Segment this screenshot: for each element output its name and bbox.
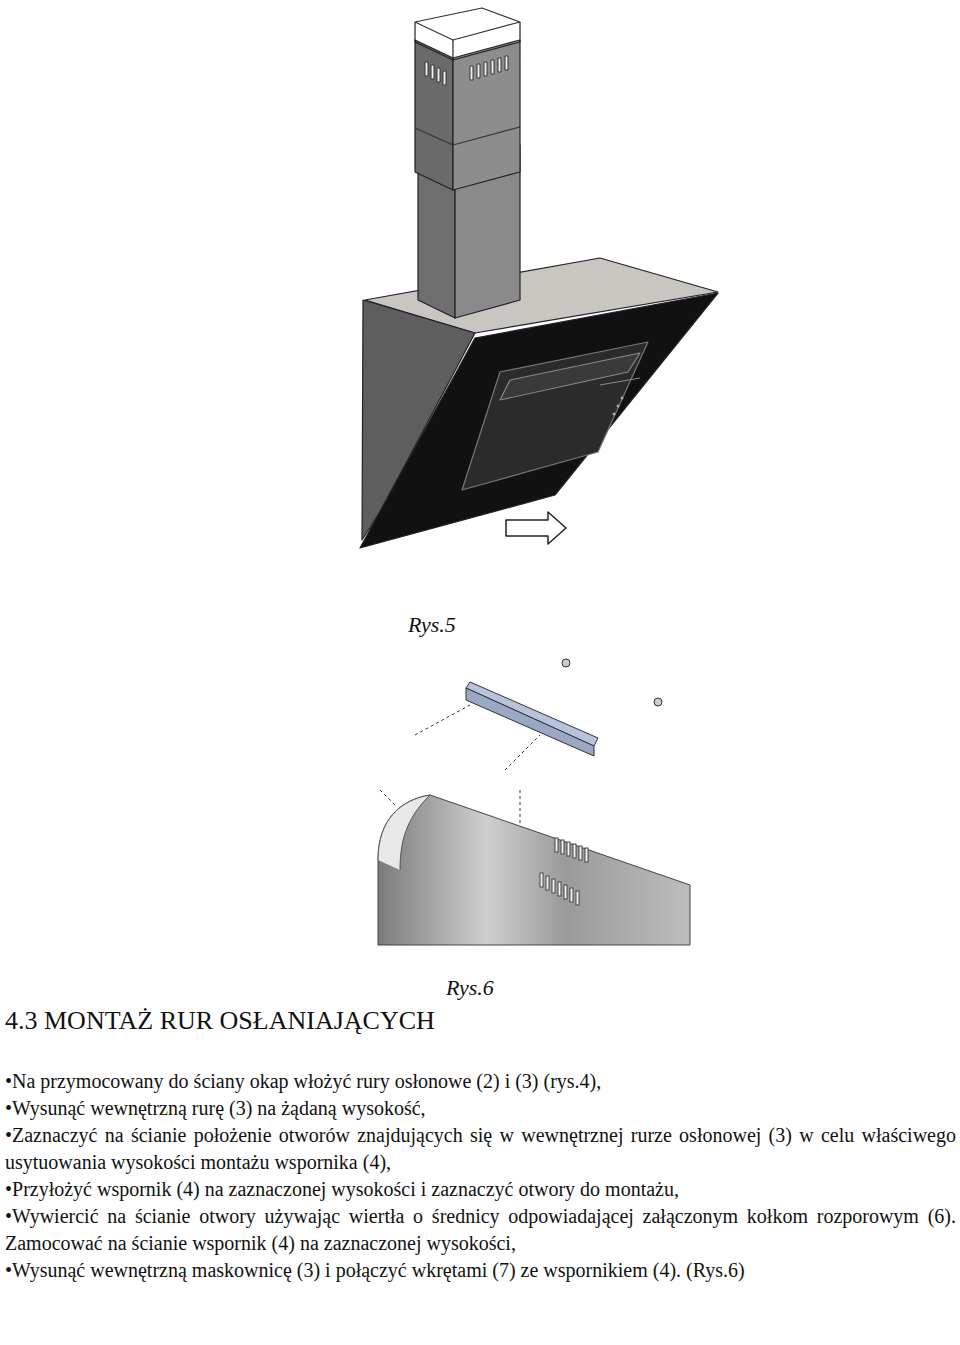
instruction-item: •Na przymocowany do ściany okap włożyć r… [5, 1068, 956, 1095]
instruction-item: •Wysunąć wewnętrzną rurę (3) na żądaną w… [5, 1095, 956, 1122]
instruction-item: •Wywiercić na ścianie otwory używając wi… [5, 1203, 956, 1257]
instruction-item: •Przyłożyć wspornik (4) na zaznaczonej w… [5, 1176, 956, 1203]
bracket-assembly [378, 659, 690, 945]
instruction-item: •Wysunąć wewnętrzną maskownicę (3) i poł… [5, 1257, 956, 1284]
figure-label: Rys.5 [408, 612, 456, 638]
figure-label: Rys.6 [446, 975, 494, 1001]
instruction-item: •Zaznaczyć na ścianie położenie otworów … [5, 1122, 956, 1176]
body-text: •Na przymocowany do ściany okap włożyć r… [5, 1068, 956, 1284]
section-heading: 4.3 MONTAŻ RUR OSŁANIAJĄCYCH [5, 1005, 435, 1037]
range-hood [360, 8, 718, 548]
